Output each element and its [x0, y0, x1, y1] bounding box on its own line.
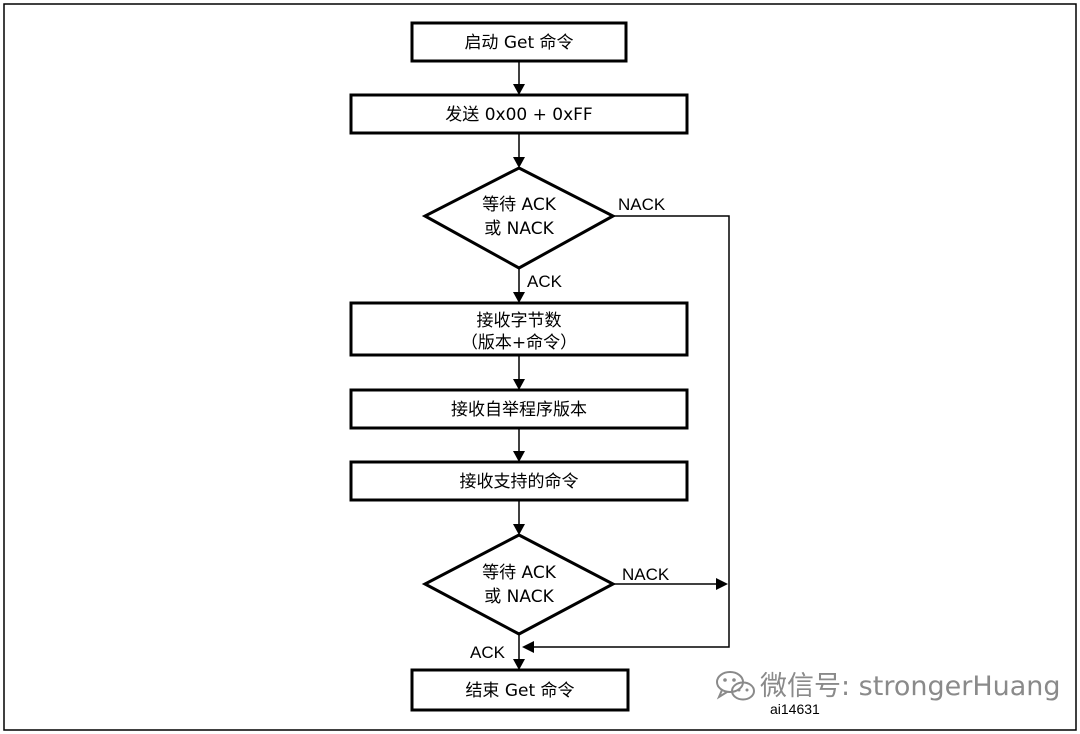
node-receive-count-label-line2: （版本+命令） [461, 333, 577, 353]
node-start: 启动 Get 命令 [410, 21, 628, 63]
figure-id: ai14631 [770, 701, 820, 717]
node-end: 结束 Get 命令 [410, 668, 630, 712]
arrowhead [513, 451, 525, 462]
arrowhead [513, 292, 525, 303]
wechat-icon [716, 671, 755, 701]
node-wait2-diamond [421, 533, 617, 636]
arrowhead [513, 157, 525, 168]
node-start-box [410, 21, 628, 63]
node-send-box [349, 93, 689, 135]
node-receive-count-label-line1: 接收字节数 [477, 311, 562, 331]
arrowhead [513, 84, 525, 95]
arrowhead [513, 524, 525, 535]
arrowhead [513, 379, 525, 390]
node-wait1-diamond [421, 166, 617, 270]
node-receive-version-box [349, 388, 689, 430]
node-wait1-label-line2: 或 NACK [484, 219, 554, 239]
node-send-label: 发送 0x00 + 0xFF [445, 105, 592, 125]
node-end-box [410, 668, 630, 712]
node-send: 发送 0x00 + 0xFF [349, 93, 689, 135]
node-end-label: 结束 Get 命令 [465, 681, 574, 701]
node-wait1: 等待 ACK 或 NACK [421, 166, 617, 270]
watermark: 微信号: strongerHuang [716, 671, 1061, 702]
arrowhead [522, 641, 534, 653]
node-wait2: 等待 ACK 或 NACK [421, 533, 617, 636]
node-start-label: 启动 Get 命令 [464, 33, 573, 53]
node-receive-commands-box [349, 460, 689, 502]
node-receive-commands-label: 接收支持的命令 [460, 472, 579, 492]
node-receive-version-label: 接收自举程序版本 [451, 400, 587, 420]
watermark-text: 微信号: strongerHuang [760, 671, 1061, 702]
node-wait1-label-line1: 等待 ACK [482, 195, 557, 215]
edge-label-wait2-ack: ACK [470, 643, 506, 662]
edge-label-wait1-ack: ACK [527, 272, 563, 291]
node-receive-commands: 接收支持的命令 [349, 460, 689, 502]
arrowhead [716, 578, 728, 590]
node-wait2-label-line1: 等待 ACK [482, 563, 557, 583]
edge-wait1-nack [534, 215, 730, 648]
node-receive-version: 接收自举程序版本 [349, 388, 689, 430]
connectors [513, 61, 730, 670]
edge-label-wait2-nack: NACK [622, 565, 670, 584]
edge-label-wait1-nack: NACK [618, 195, 666, 214]
arrowhead [513, 659, 525, 670]
node-wait2-label-line2: 或 NACK [484, 587, 554, 607]
node-receive-count: 接收字节数 （版本+命令） [349, 301, 689, 357]
node-receive-count-box [349, 301, 689, 357]
